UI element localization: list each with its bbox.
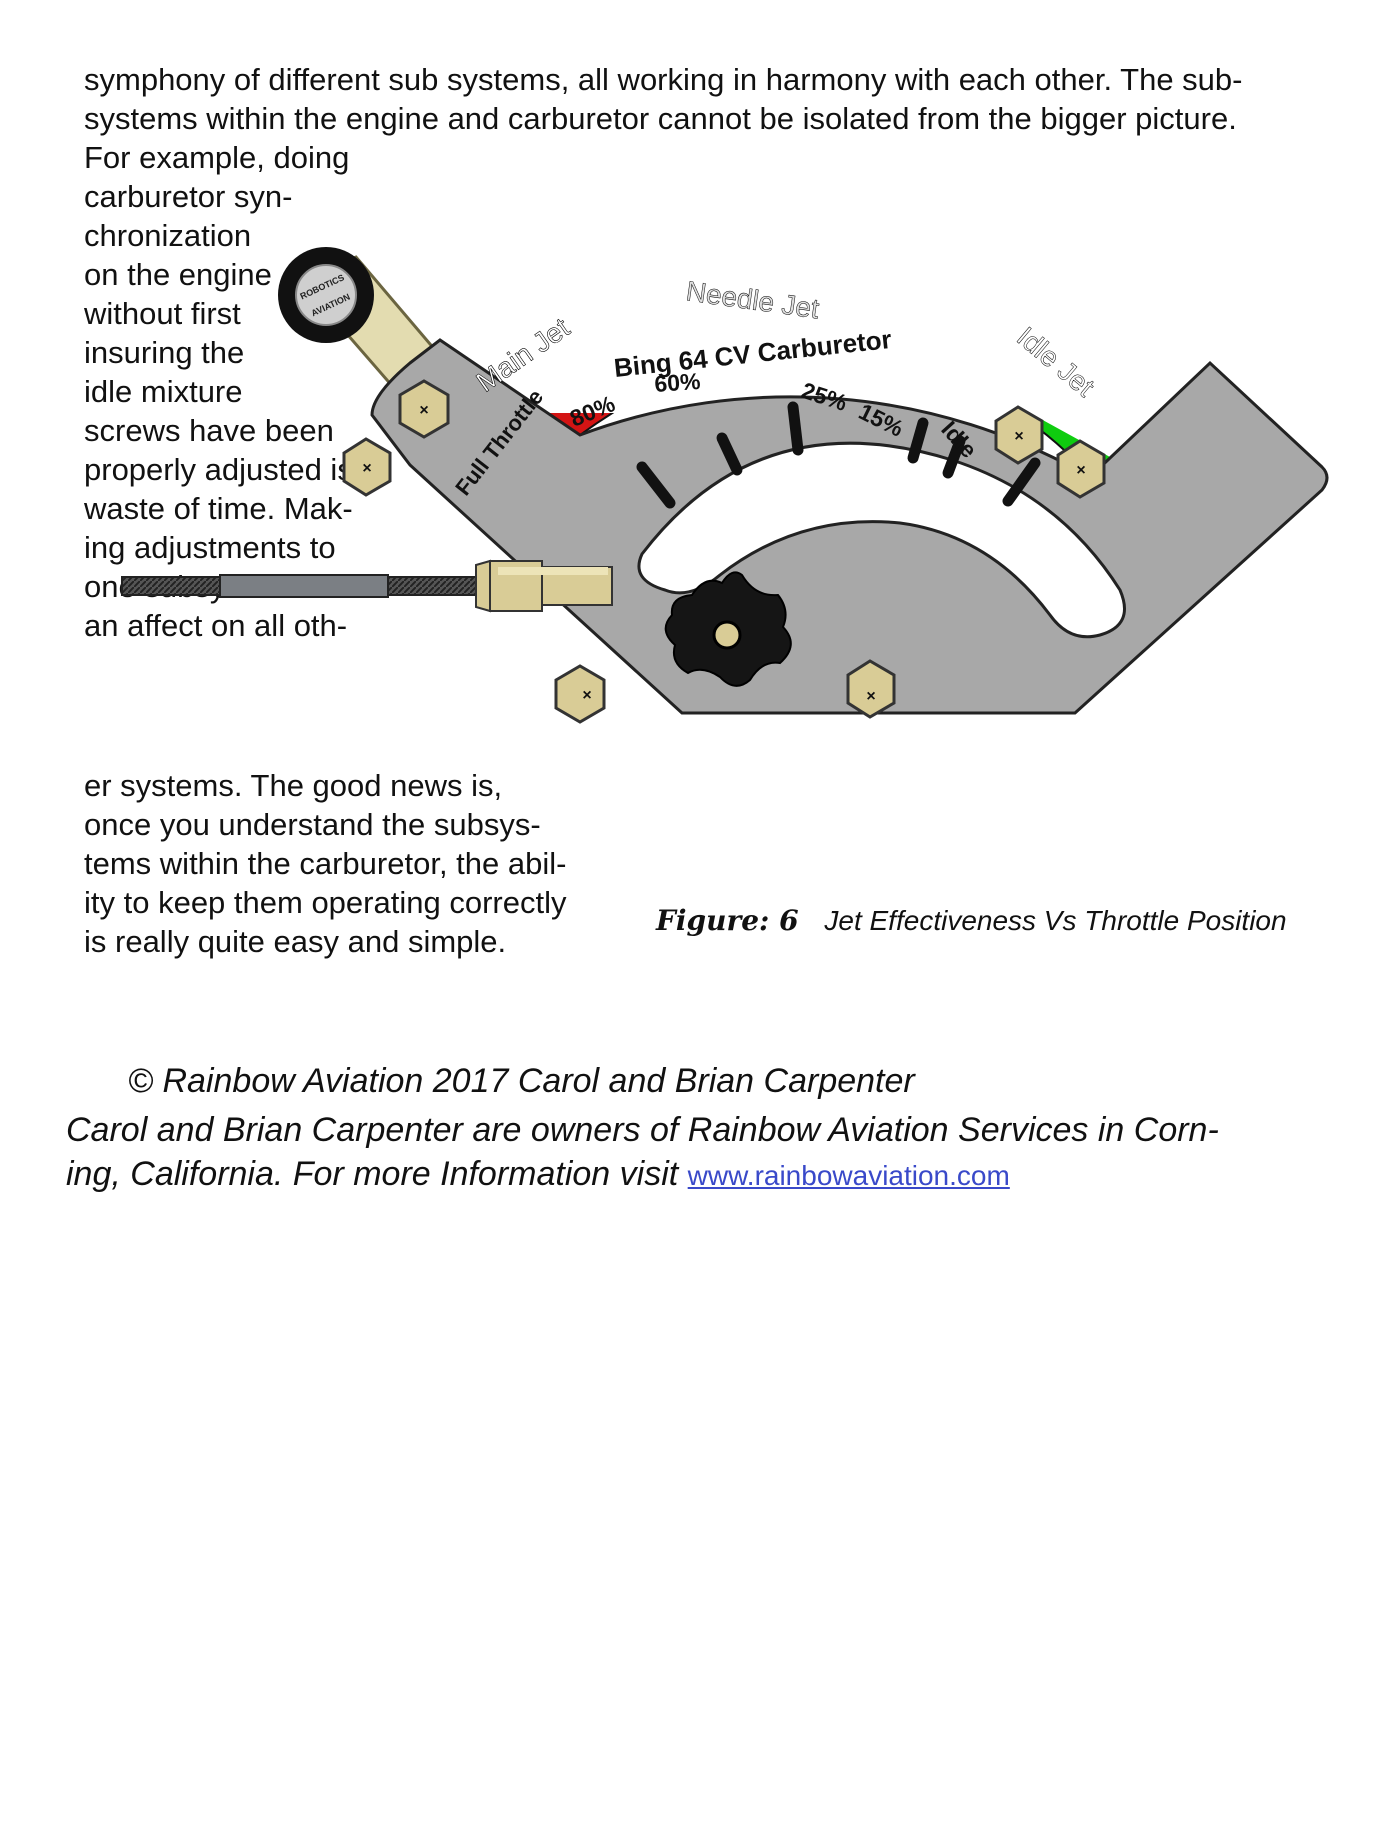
text-line: waste of time. Mak-: [84, 491, 353, 526]
tick-idle: [1002, 457, 1041, 507]
screw-hex: [554, 664, 606, 724]
threaded-rod-left: [121, 576, 221, 596]
screw-marks: × × × × × ×: [362, 402, 1085, 705]
label-needle-jet: Needle Jet: [684, 275, 821, 324]
author-note: Carol and Brian Carpenter are owners of …: [66, 1108, 1219, 1198]
screw-mark: ×: [1014, 428, 1023, 445]
label-main-jet: Main Jet: [471, 312, 576, 398]
adjust-knob: [664, 571, 792, 687]
screw-mark: ×: [582, 687, 591, 704]
intro-paragraph: symphony of different sub systems, all w…: [84, 60, 1242, 138]
tick-marks: [636, 401, 1041, 509]
text-line: without first: [84, 296, 241, 331]
text-line: For example, doing: [84, 140, 350, 175]
figure-caption: Figure: 6 Jet Effectiveness Vs Throttle …: [656, 904, 1287, 937]
text-line: er systems. The good news is,: [84, 768, 503, 803]
throttle-jet-diagram: Main Jet Needle Jet Idle Jet Bing 64 CV …: [121, 247, 1329, 724]
text-line: screws have been: [84, 413, 334, 448]
text-line: Carol and Brian Carpenter are owners of …: [66, 1111, 1219, 1149]
throttle-cable: [121, 559, 613, 613]
tick-80: [716, 432, 743, 476]
tick-60: [787, 401, 804, 456]
wrapped-paragraph-left: For example, doing carburetor syn- chron…: [84, 138, 379, 645]
text-line: properly adjusted is a: [84, 452, 379, 487]
text-line: ity to keep them operating correctly: [84, 885, 567, 920]
text-line: ing, California. For more Information vi…: [66, 1152, 1219, 1198]
label-60: 60%: [654, 368, 702, 397]
cable-sleeve: [219, 574, 389, 598]
arm-end-knob: ROBOTICS AVIATION: [278, 247, 374, 343]
screw-hex: [994, 405, 1044, 465]
text-line: symphony of different sub systems, all w…: [84, 62, 1243, 97]
clevis-highlight: [498, 567, 608, 575]
screw-hex: [846, 659, 896, 719]
website-link[interactable]: www.rainbowaviation.com: [687, 1160, 1010, 1191]
screw-mark: ×: [1076, 462, 1085, 479]
label-idle-jet: Idle Jet: [1011, 321, 1100, 403]
screw-hex: [1056, 439, 1106, 499]
threaded-rod-right: [387, 576, 479, 596]
screw-hex: [342, 437, 392, 497]
figure-title: Jet Effectiveness Vs Throttle Position: [824, 905, 1287, 936]
text-line: chronization: [84, 218, 252, 253]
text-line: systems within the engine and carburetor…: [84, 101, 1237, 136]
wrapped-paragraph-bottom: er systems. The good news is, once you u…: [84, 766, 566, 961]
tick-15: [942, 435, 966, 479]
text-line: carburetor syn-: [84, 179, 293, 214]
text-line: tems within the carburetor, the abil-: [84, 846, 567, 881]
tick-25: [907, 417, 929, 464]
hex-nut: [475, 559, 491, 613]
screw-mark: ×: [362, 460, 371, 477]
screw-hex: [398, 379, 450, 439]
tick-full-throttle: [636, 461, 676, 509]
text-line: ing adjustments to: [84, 530, 336, 565]
text-line: is really quite easy and simple.: [84, 924, 507, 959]
text-line-start: ing, California. For more Information vi…: [66, 1155, 679, 1193]
text-line: an affect on all oth-: [84, 608, 348, 643]
text-line: on the engine: [84, 257, 272, 292]
screw-heads: [342, 379, 1106, 724]
text-line: insuring the: [84, 335, 245, 370]
text-line: idle mixture: [84, 374, 243, 409]
text-line: once you understand the subsys-: [84, 807, 541, 842]
plate: [370, 338, 1329, 715]
screw-mark: ×: [866, 688, 875, 705]
copyright-line: © Rainbow Aviation 2017 Carol and Brian …: [128, 1062, 915, 1100]
figure-number: Figure: 6: [656, 904, 799, 937]
screw-mark: ×: [419, 402, 428, 419]
